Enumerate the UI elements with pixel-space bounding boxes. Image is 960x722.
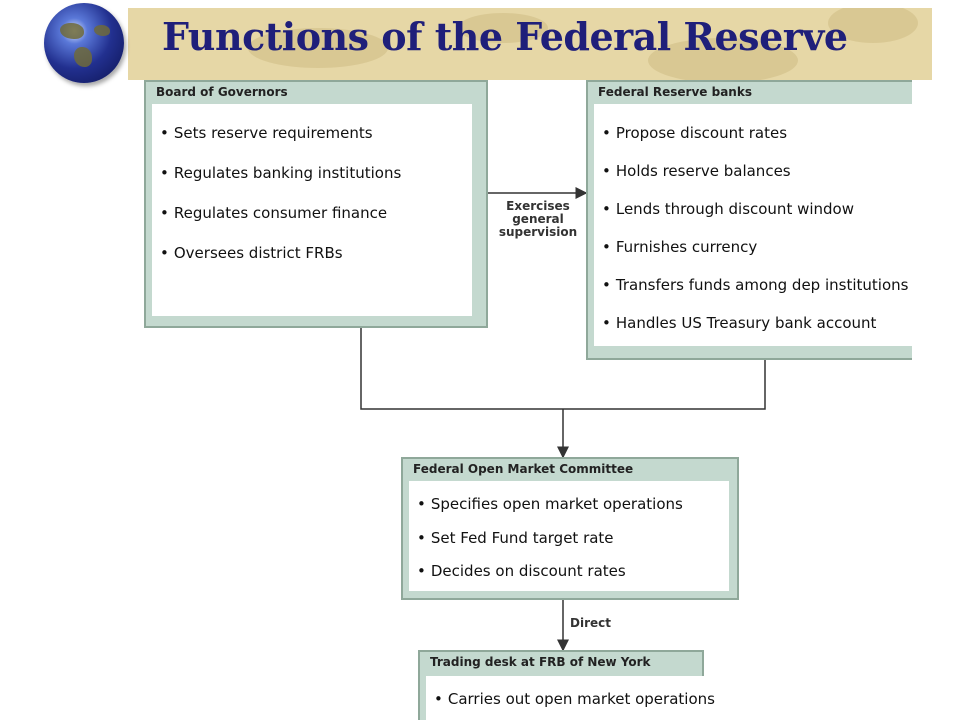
list-item: Regulates banking institutions (160, 164, 401, 182)
list-item: Regulates consumer finance (160, 204, 387, 222)
title-banner (128, 8, 932, 80)
supervision-label: Exercises general supervision (498, 199, 578, 239)
list-item: Decides on discount rates (417, 562, 626, 580)
list-item: Furnishes currency (602, 238, 757, 256)
direct-label: Direct (570, 616, 611, 630)
federal-reserve-banks-box: Federal Reserve banks Propose discount r… (586, 80, 914, 360)
list-item: Oversees district FRBs (160, 244, 343, 262)
list-item: Sets reserve requirements (160, 124, 373, 142)
list-item: Transfers funds among dep institutions (602, 276, 909, 294)
page-title: Functions of the Federal Reserve (162, 14, 848, 59)
frb-header: Federal Reserve banks (598, 85, 752, 99)
fomc-header: Federal Open Market Committee (413, 462, 634, 476)
list-item: Handles US Treasury bank account (602, 314, 877, 332)
list-item: Carries out open market operations (434, 690, 715, 708)
list-item: Holds reserve balances (602, 162, 791, 180)
fomc-box: Federal Open Market Committee Specifies … (401, 457, 739, 600)
desk-header: Trading desk at FRB of New York (430, 655, 651, 669)
list-item: Set Fed Fund target rate (417, 529, 614, 547)
list-item: Lends through discount window (602, 200, 854, 218)
globe-icon (44, 3, 124, 83)
board-of-governors-box: Board of Governors Sets reserve requirem… (144, 80, 488, 328)
list-item: Propose discount rates (602, 124, 787, 142)
board-header: Board of Governors (156, 85, 288, 99)
list-item: Specifies open market operations (417, 495, 683, 513)
trading-desk-box: Trading desk at FRB of New York Carries … (418, 650, 746, 722)
